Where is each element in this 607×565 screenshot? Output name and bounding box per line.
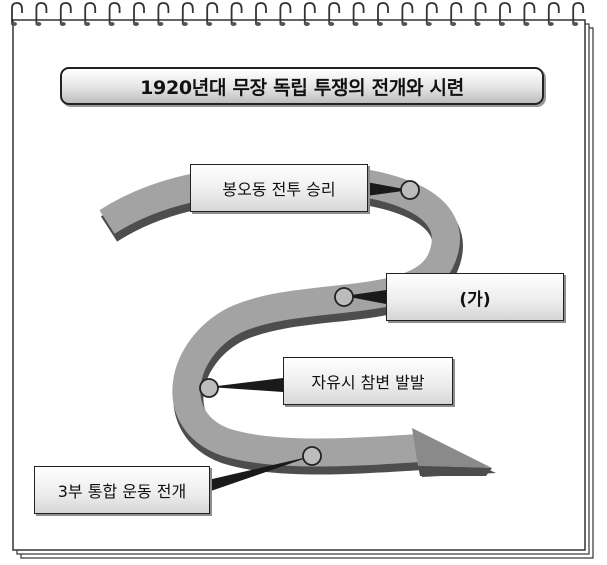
binding-hole — [499, 22, 505, 26]
binding-ring — [303, 2, 316, 24]
binding-ring — [84, 2, 97, 24]
binding-hole — [108, 22, 115, 26]
binding-hole — [279, 22, 286, 26]
binding-hole — [474, 22, 481, 26]
spiral-binding — [11, 2, 585, 26]
connector-3 — [209, 378, 283, 392]
binding-ring — [59, 2, 72, 24]
binding-ring — [279, 2, 292, 24]
node-dot-1 — [400, 180, 420, 200]
binding-ring — [401, 2, 414, 24]
binding-hole — [450, 22, 457, 26]
event-label-bongodong: 봉오동 전투 승리 — [190, 164, 368, 212]
binding-hole — [303, 22, 310, 26]
binding-hole — [523, 22, 530, 26]
binding-ring — [499, 2, 511, 24]
node-dot-3 — [199, 378, 219, 398]
event-label-blank-ga: (가) — [386, 273, 564, 321]
binding-hole — [181, 22, 188, 26]
binding-hole — [11, 22, 17, 26]
binding-hole — [352, 22, 359, 26]
binding-ring — [108, 2, 121, 24]
binding-hole — [230, 22, 237, 26]
binding-hole — [206, 22, 213, 26]
arrowhead — [412, 428, 492, 468]
binding-ring — [450, 2, 463, 24]
binding-ring — [181, 2, 194, 24]
binding-ring — [230, 2, 243, 24]
binding-hole — [377, 22, 383, 26]
node-dot-4 — [302, 446, 322, 466]
diagram-title: 1920년대 무장 독립 투쟁의 전개와 시련 — [60, 67, 544, 105]
binding-hole — [35, 22, 42, 26]
binding-hole — [328, 22, 335, 26]
binding-hole — [133, 22, 139, 26]
event-label-three-bu-unification: 3부 통합 운동 전개 — [34, 466, 210, 514]
connector-lines — [208, 182, 410, 492]
binding-ring — [352, 2, 365, 24]
binding-ring — [133, 2, 145, 24]
binding-hole — [59, 22, 66, 26]
binding-ring — [328, 2, 341, 24]
binding-ring — [206, 2, 219, 24]
binding-hole — [401, 22, 408, 26]
binding-hole — [157, 22, 164, 26]
binding-hole — [547, 22, 554, 26]
binding-hole — [425, 22, 432, 26]
binding-ring — [255, 2, 267, 24]
binding-hole — [255, 22, 261, 26]
node-dot-2 — [334, 287, 354, 307]
binding-ring — [35, 2, 48, 24]
connector-1 — [366, 182, 410, 196]
binding-ring — [523, 2, 536, 24]
binding-hole — [84, 22, 91, 26]
connector-2 — [344, 290, 386, 304]
binding-hole — [572, 22, 579, 26]
binding-ring — [572, 2, 585, 24]
binding-ring — [11, 2, 23, 24]
event-label-free-city-incident: 자유시 참변 발발 — [283, 357, 453, 405]
binding-ring — [157, 2, 170, 24]
binding-ring — [547, 2, 560, 24]
binding-ring — [425, 2, 438, 24]
binding-ring — [474, 2, 487, 24]
connector-4 — [208, 456, 312, 492]
timeline-nodes — [199, 180, 420, 466]
binding-ring — [377, 2, 389, 24]
